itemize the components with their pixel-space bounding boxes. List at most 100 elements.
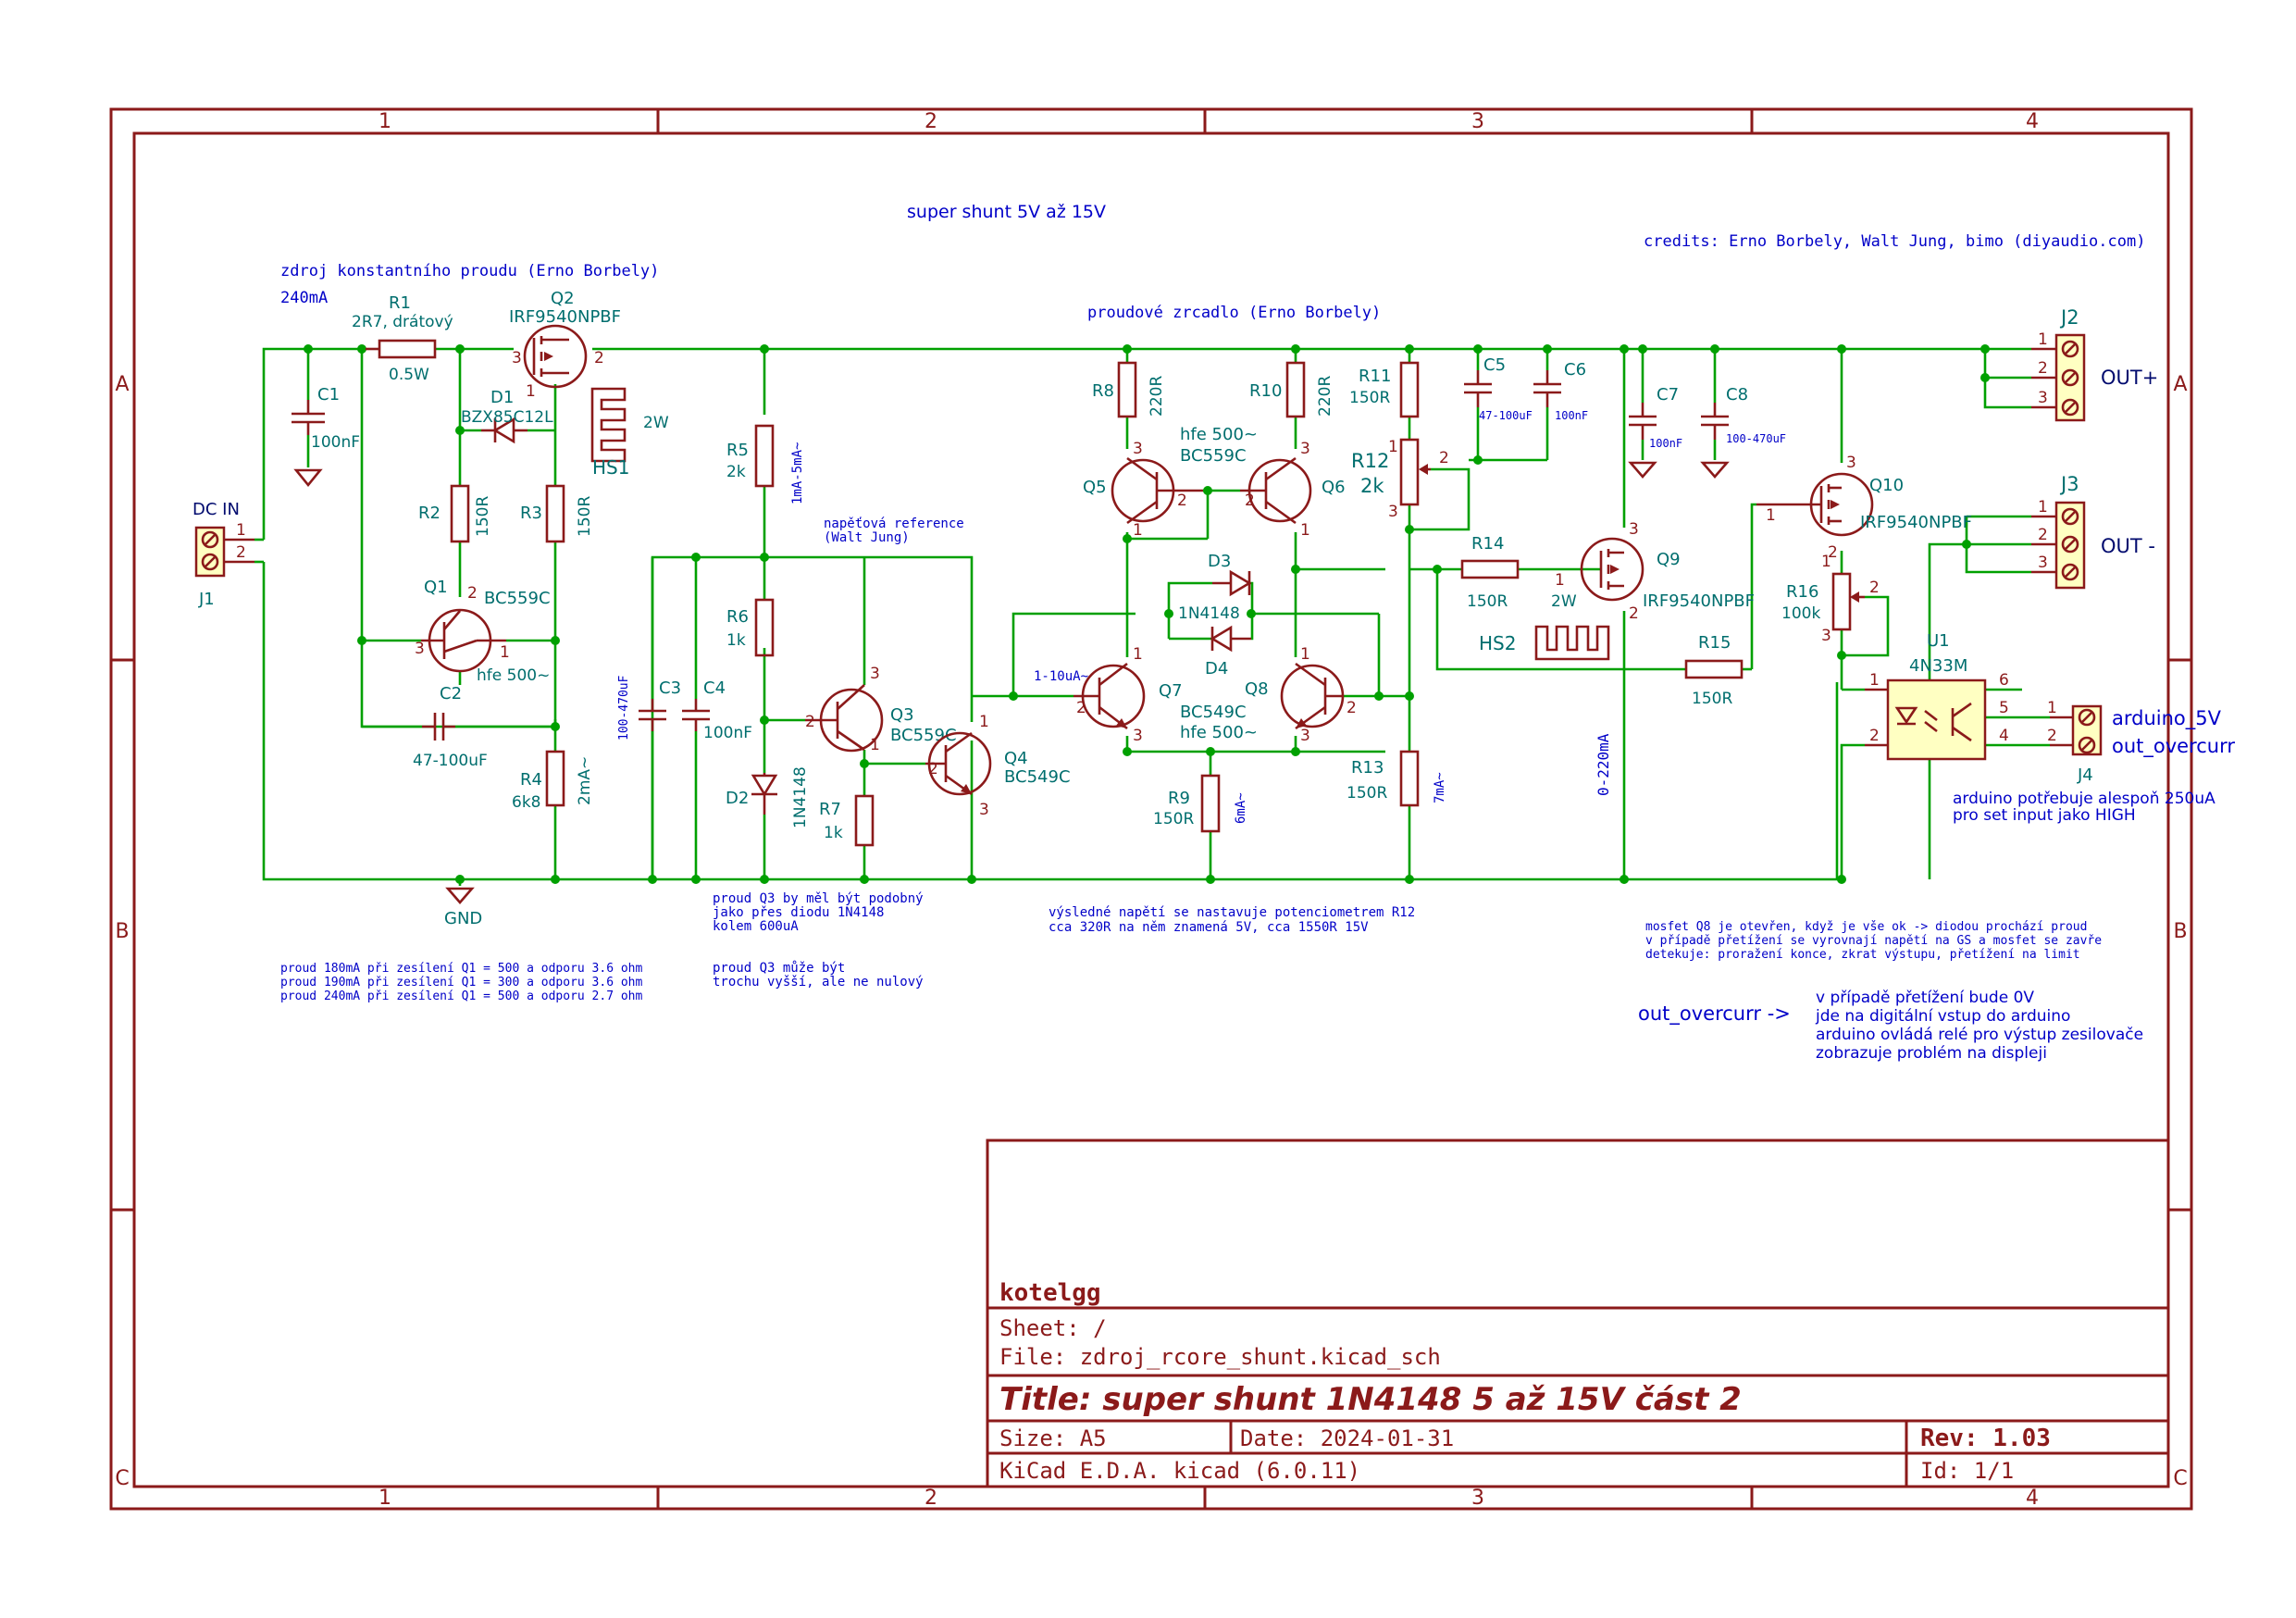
schematic-label: 1 [979,713,989,731]
schematic-label: 100nF [311,433,360,452]
schematic-label: R5 [726,441,749,460]
schematic-label: 100nF [1649,437,1682,450]
capacitor-c1[interactable]: C1 100nF [292,385,360,452]
connector-j3[interactable]: 123 J3 OUT - [2031,473,2155,590]
resistor-r15[interactable]: R15 150R [1684,633,1744,708]
zener-d1[interactable]: D1 BZX85C12L [461,388,553,444]
diode-d4[interactable]: D4 [1205,625,1251,678]
arduino-note: arduino potřebuje alespoň 250uA pro set … [1953,790,2215,825]
schematic-label: 2 [2038,526,2048,544]
schematic-label: 150R [1153,810,1194,828]
resistor-r9[interactable]: R9 150R 6mA~ [1153,774,1248,833]
row-label: A [2173,373,2187,396]
tb-id: Id: 1/1 [1920,1458,2014,1484]
schematic-label: 1k [726,631,746,650]
schematic-label: 4N33M [1909,656,1967,676]
optocoupler-u1[interactable]: 1 2 6 5 4 U1 4N33M [1865,631,2009,761]
schematic-label: R11 [1359,367,1391,386]
heatsink-hs1: HS1 2W [590,387,669,479]
mosfet-q10[interactable]: 1 3 2 Q10 IRF9540NPBF [1756,454,1972,562]
schematic-label: 1 [236,521,246,540]
schematic-label: C2 [440,684,462,703]
resistor-r3[interactable]: R3 150R [520,484,594,543]
mosfet-q2[interactable]: 3 2 1 Q2 IRF9540NPBF [509,289,621,401]
row-label: B [2173,920,2187,943]
transistor-q3[interactable]: 2 3 1 Q3 BC559C [805,665,957,754]
mosfet-q9[interactable]: 1 3 2 Q9 IRF9540NPBF 0-220mA [1555,520,1755,796]
schematic-label: BC559C [1180,446,1247,466]
resistor-r4[interactable]: R4 6k8 2mA~ [512,750,594,812]
potentiometer-r12[interactable]: 1 2 3 R12 2k [1351,438,1449,521]
schematic-label: 1 [1133,645,1143,664]
connector-j1[interactable]: 12 DC IN J1 [192,500,254,609]
row-label: C [115,1467,129,1490]
schematic-label: IRF9540NPBF [1643,591,1755,611]
resistor-r8[interactable]: R8 220R [1092,361,1166,418]
schematic-label: R15 [1698,633,1731,653]
capacitor-c7[interactable]: C7 100nF [1628,385,1682,479]
schematic-label: 4 [1999,727,2009,745]
schematic-label: 150R [1467,592,1508,611]
resistor-r13[interactable]: R13 150R 7mA~ [1347,750,1447,807]
schematic-label: výsledné napětí se nastavuje potenciomet… [1049,905,1415,920]
diode-d3[interactable]: D3 1N4148 [1178,552,1252,623]
schematic-label: R12 [1351,450,1389,472]
capacitor-c3[interactable]: C3 100-470uF [617,675,681,741]
capacitor-c6[interactable]: C6 100nF [1533,360,1588,422]
transistor-q4[interactable]: 2 1 3 Q4 BC549C [925,713,1071,819]
tb-company: kotelgg [999,1279,1101,1307]
schematic-label: 7mA~ [1433,772,1447,803]
ccs-table-note: proud 180mA při zesílení Q1 = 500 a odpo… [280,962,643,1003]
schematic-label: 3 [1133,440,1143,458]
capacitor-c8[interactable]: C8 100-470uF [1700,385,1786,479]
schematic-label: 1k [824,824,843,842]
tb-tool: KiCad E.D.A. kicad (6.0.11) [999,1458,1360,1484]
resistor-r14[interactable]: R14 150R [1460,534,1520,611]
resistor-r10[interactable]: R10 220R [1249,361,1334,418]
schematic-label: 3 [1846,454,1856,472]
schematic-label: 1 [2038,330,2048,349]
resistor-r2[interactable]: R2 150R [418,484,492,543]
connector-j2[interactable]: 123 J2 OUT+ [2031,306,2158,422]
schematic-label: hfe 500~ [1180,425,1258,444]
schematic-label: 2 [1245,492,1255,510]
schematic-label: proud 190mA při zesílení Q1 = 300 a odpo… [280,976,643,989]
net-out-overcurr: out_overcurr [2112,735,2235,758]
schematic-label: 1 [2047,699,2057,717]
schematic-label: 2 [2047,727,2057,745]
schematic-label: 1 [870,736,880,754]
ground-gnd: GND [444,887,482,928]
capacitor-c4[interactable]: C4 100nF [682,678,752,742]
schematic-label: 1 [1300,521,1310,540]
transistor-q5[interactable]: 2 3 1 Q5 hfe 500~ BC559C [1083,425,1258,540]
r12-note: výsledné napětí se nastavuje potenciomet… [1049,905,1415,935]
resistor-r11[interactable]: R11 150R [1349,361,1420,418]
schematic-label: 100-470uF [1726,432,1786,445]
schematic-label: BC559C [484,589,551,608]
diode-d2[interactable]: D2 1N4148 [726,766,810,828]
col-label: 1 [379,110,391,133]
schematic-label: 1 [1133,521,1143,540]
resistor-r6[interactable]: R6 1k [726,598,775,657]
resistor-r1[interactable]: R1 2R7, drátový 0.5W [352,293,453,384]
capacitor-c5[interactable]: C5 47-100uF [1464,355,1533,422]
connector-j4[interactable]: 12 J4 arduino_5V out_overcurr [2047,699,2235,785]
transistor-q8[interactable]: 2 1 3 Q8 BC549C hfe 500~ [1180,645,1357,745]
transistor-q6[interactable]: 2 3 1 Q6 [1240,440,1346,540]
schematic-label: arduino ovládá relé pro výstup zesilovač… [1816,1026,2143,1044]
schematic-label: 2 [467,584,478,603]
schematic-label: R4 [520,770,542,790]
schematic-label: BC549C [1004,767,1071,787]
schematic-label: D2 [726,789,749,808]
potentiometer-r16[interactable]: 1 2 3 R16 100k [1781,553,1880,645]
transistor-q7[interactable]: 2 1 3 Q7 1-10uA~ [1034,645,1183,745]
schematic-label: HS2 [1479,632,1516,654]
schematic-label: C1 [317,385,340,404]
transistor-q1[interactable]: 3 1 2 Q1 BC559C hfe 500~ [415,578,551,685]
capacitor-c2[interactable]: C2 47-100uF [413,684,488,770]
mosfet-note: mosfet Q8 je otevřen, když je vše ok -> … [1645,920,2102,962]
row-labels: A B C A B C [115,373,2187,1490]
resistor-r7[interactable]: R7 1k [819,794,875,847]
resistor-r5[interactable]: R5 2k 1mA-5mA~ [726,424,805,504]
schematic-label: Q9 [1657,550,1681,569]
